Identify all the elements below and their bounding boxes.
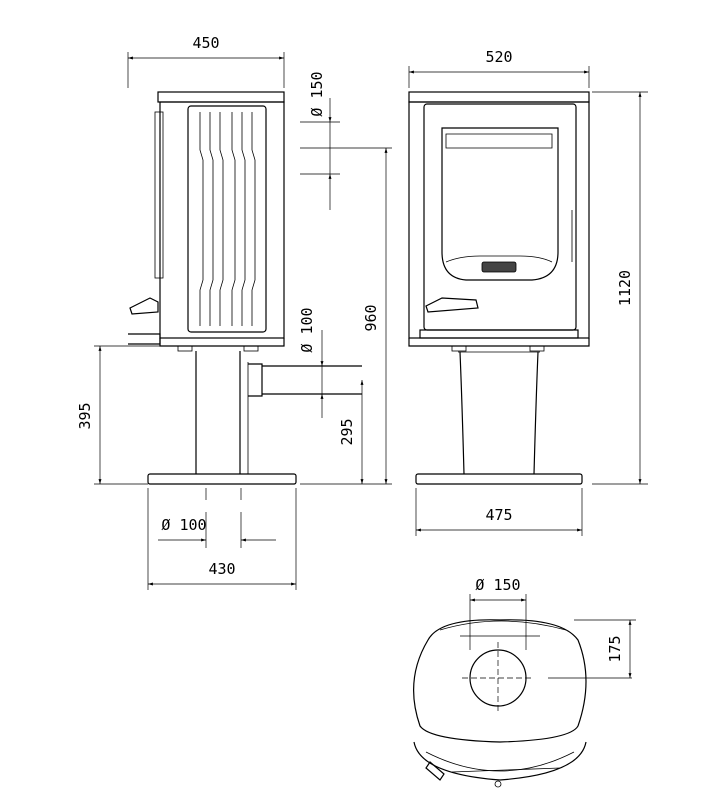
side-foot-right [243,345,259,352]
front-door-frame [423,103,577,331]
side-pedestal [195,351,241,474]
front-view [408,91,590,485]
plan-flue-crosshair [462,642,534,714]
side-grooved-panel [187,105,267,333]
front-bottom-trim [408,338,590,347]
side-top-cap [157,91,285,103]
label-flue-top-height: 960 [362,304,380,331]
plan-door-inner-curve [425,751,575,772]
label-air-inlet-diameter: Ø 100 [161,516,206,534]
side-body [159,101,285,339]
front-glass-top-band [445,133,553,149]
plan-view [413,619,632,788]
front-logo-badge [481,261,517,273]
front-glass-window [441,127,559,281]
front-ash-tray [419,329,579,339]
label-side-width: 450 [192,34,219,52]
label-base-side-width: 430 [208,560,235,578]
label-total-height: 1120 [616,270,634,306]
side-panel-grooves [199,112,256,326]
side-rear-panel [154,111,164,279]
label-flue-top-diameter: Ø 150 [308,71,326,116]
plan-door-handle [425,761,445,781]
side-bottom-trim [159,338,285,347]
plan-door-knob [494,780,502,788]
plan-top-edge [439,620,567,631]
label-base-front-width: 475 [485,506,512,524]
plan-door-curve [413,741,587,781]
side-foot-left [177,345,193,352]
front-foot-right [529,345,545,352]
label-plan-flue-offset: 175 [606,635,624,662]
label-front-width: 520 [485,48,512,66]
label-pedestal-height: 395 [76,402,94,429]
side-view [128,91,362,548]
side-air-inlet-centerlines [205,488,242,548]
side-rear-flue-stub [248,363,263,397]
dimension-lines [94,52,648,678]
side-door-handle [129,297,159,315]
label-rear-flue-height: 295 [338,418,356,445]
front-body [408,101,590,339]
front-base-plate [415,473,583,485]
front-pedestal [459,351,539,475]
plan-door-strip [451,767,561,773]
front-foot-left [451,345,467,352]
front-top-cap [408,91,590,103]
side-ash-lip [128,333,161,345]
front-door-handle [425,297,479,313]
side-base-plate [147,473,297,485]
front-glass-bottom-curve [445,255,553,263]
plan-body-outline [413,619,587,743]
label-plan-flue-diameter: Ø 150 [475,576,520,594]
label-rear-flue-diameter: Ø 100 [298,307,316,352]
dimension-labels: 450 520 Ø 150 1120 960 Ø 100 395 295 475… [76,34,634,663]
side-rear-flue-pipe [262,365,362,395]
